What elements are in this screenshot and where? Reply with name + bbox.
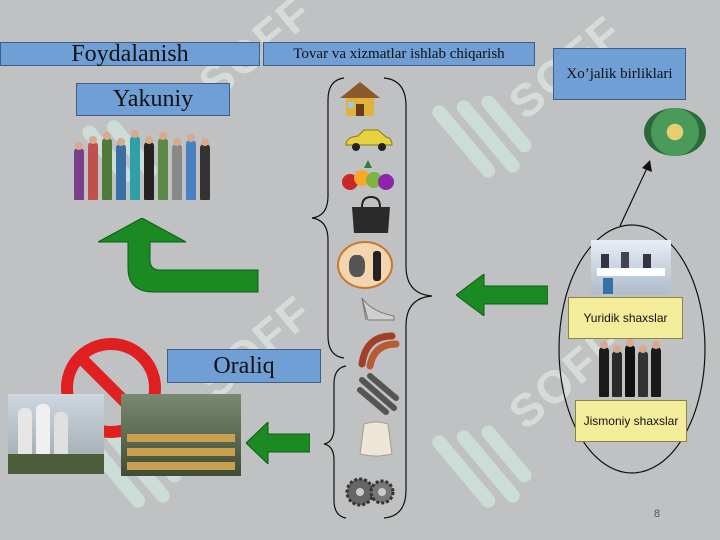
final-use-arrow-icon: [98, 218, 259, 293]
yuridik-text: Yuridik shaxslar: [583, 310, 668, 325]
steel-pipes-icon: [357, 373, 399, 415]
crowd-image: [70, 122, 228, 200]
intermediate-left-brace: [323, 365, 347, 519]
xojalik-text: Xo’jalik birliklari: [566, 65, 673, 82]
car-icon: [345, 129, 393, 151]
high-heel-shoe-icon: [361, 297, 395, 321]
page-number: 8: [654, 508, 661, 520]
yakuniy-text: Yakuniy: [112, 86, 194, 112]
flour-sack-icon: [359, 421, 393, 457]
foydalanish-text: Foydalanish: [71, 40, 189, 67]
sausages-icon: [358, 332, 400, 370]
oraliq-text: Oraliq: [213, 352, 275, 379]
emblem-pointer-arrow: [619, 160, 652, 227]
state-emblem-icon: [644, 108, 706, 156]
barber-service-icon: [337, 241, 393, 289]
yuridik-label: Yuridik shaxslar: [568, 297, 683, 339]
jismoniy-text: Jismoniy shaxslar: [583, 413, 679, 428]
entities-ellipse: [558, 224, 706, 474]
handbag-icon: [352, 195, 390, 233]
tovar-text: Tovar va xizmatlar ishlab chiqarish: [293, 45, 505, 62]
yakuniy-label: Yakuniy: [76, 83, 230, 116]
fruit-basket-icon: [342, 160, 394, 190]
tovar-label: Tovar va xizmatlar ishlab chiqarish: [263, 42, 535, 66]
jismoniy-label: Jismoniy shaxslar: [575, 400, 687, 442]
goods-left-brace: [311, 77, 345, 359]
watermark-text: SOFF: [188, 285, 323, 409]
intermediate-arrow-icon: [246, 422, 310, 464]
foydalanish-label: Foydalanish: [0, 40, 260, 67]
gears-icon: [345, 477, 395, 507]
production-line-image: [121, 394, 241, 476]
oraliq-label: Oraliq: [167, 349, 321, 383]
silo-factory-image: [8, 394, 104, 474]
production-arrow-icon: [456, 274, 548, 316]
office-workers-image: [591, 240, 671, 294]
business-people-image: [597, 339, 667, 397]
goods-right-brace: [383, 77, 433, 519]
house-icon: [340, 82, 380, 116]
xojalik-label: Xo’jalik birliklari: [553, 48, 686, 100]
